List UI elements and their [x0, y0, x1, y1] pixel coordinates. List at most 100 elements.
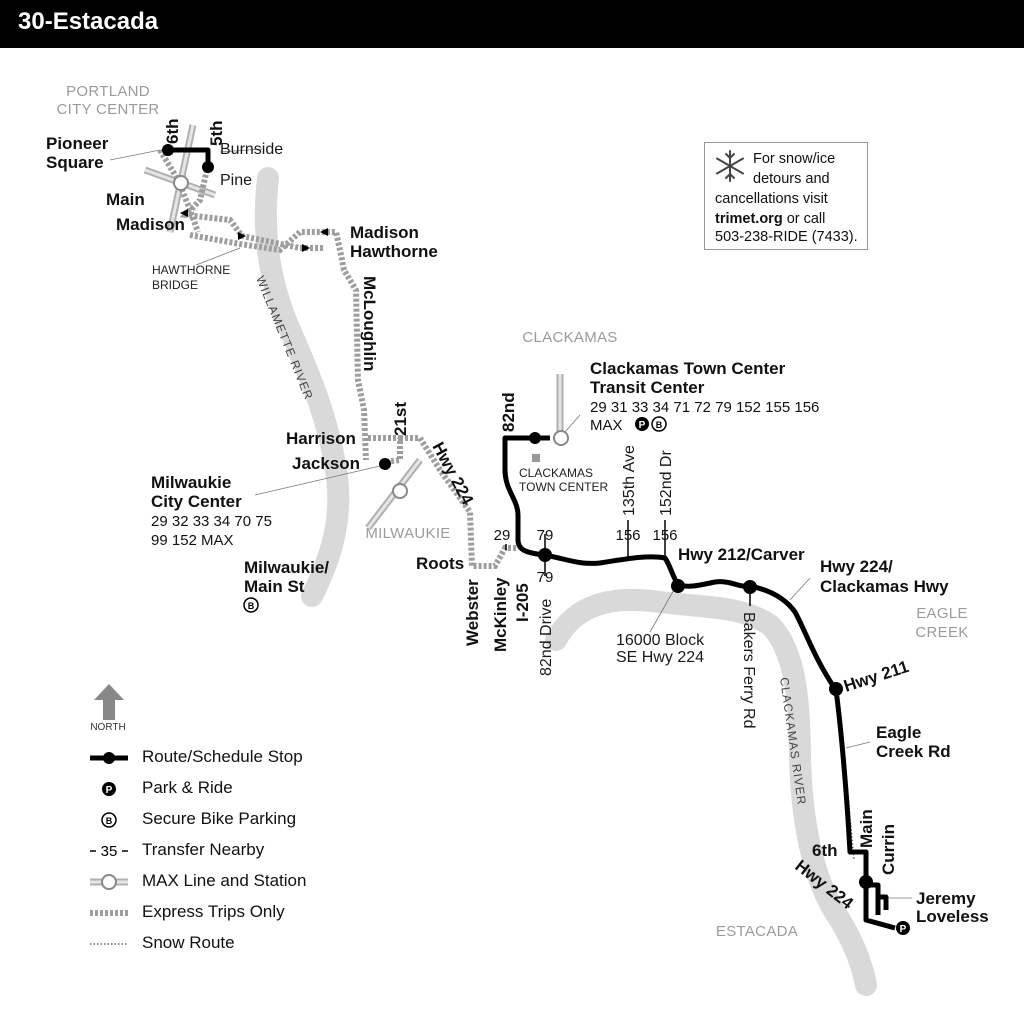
legend-label-snow: Snow Route — [142, 933, 235, 952]
park-ride-icon-estacada: P — [896, 921, 910, 935]
legend-label-transfer: Transfer Nearby — [142, 840, 265, 859]
snow-line-link: trimet.org or call — [715, 209, 828, 229]
street-6th-estacada: 6th — [812, 841, 838, 860]
svg-text:P: P — [900, 924, 907, 935]
express-route — [157, 148, 516, 569]
stop-milwaukie-cc-routes-2: 99 152 MAX — [151, 532, 234, 549]
stop-eagle-creek-rd-1: Eagle — [876, 723, 921, 742]
snow-line-1: For snow/ice — [753, 151, 836, 167]
trimet-link[interactable]: trimet.org — [715, 211, 783, 227]
leader-lines — [109, 148, 912, 899]
transfer-ticks — [505, 520, 751, 606]
transfer-156-a: 156 — [615, 527, 640, 544]
hawthorne-bridge-1: HAWTHORNE — [152, 263, 230, 277]
svg-text:P: P — [106, 785, 113, 796]
stop-eagle-creek-rd-2: Creek Rd — [876, 742, 951, 761]
street-82nd-drive: 82nd Drive — [538, 599, 555, 676]
stop-ctc-1: Clackamas Town Center — [590, 359, 786, 378]
area-eagle-creek-1: EAGLE — [916, 605, 968, 622]
legend-label-bike: Secure Bike Parking — [142, 809, 297, 828]
park-ride-icon: P — [102, 782, 116, 796]
stop-pioneer-1: Pioneer — [46, 134, 109, 153]
svg-text:B: B — [106, 816, 113, 826]
stop-16000-2: SE Hwy 224 — [616, 649, 704, 666]
street-burnside: Burnside — [220, 141, 283, 158]
area-eagle-creek-2: CREEK — [915, 624, 968, 641]
snow-line-3: cancellations visit — [715, 191, 828, 207]
snow-line-or-call: or call — [782, 211, 826, 227]
stop-milwaukie-main-2: Main St — [244, 577, 305, 596]
street-madison: Madison — [116, 215, 185, 234]
snow-line-2: detours and — [753, 171, 830, 187]
snow-info-box: For snow/ice detours and cancellations v… — [704, 142, 868, 250]
transfer-156-b: 156 — [652, 527, 677, 544]
street-currin: Currin — [879, 824, 898, 875]
bike-parking-icon: B — [101, 812, 117, 828]
transfer-29: 29 — [494, 527, 511, 544]
svg-text:P: P — [639, 420, 646, 431]
stop-hwy224-clackamas-1: Hwy 224/ — [820, 557, 893, 576]
legend-label-max: MAX Line and Station — [142, 871, 307, 890]
stop-milwaukie-cc-2: City Center — [151, 492, 242, 511]
svg-text:B: B — [656, 420, 663, 430]
area-clackamas: CLACKAMAS — [522, 329, 617, 346]
street-135th: 135th Ave — [621, 445, 638, 516]
stop-jeremy-loveless-2: Loveless — [916, 907, 989, 926]
transfer-79-bottom: 79 — [537, 569, 554, 586]
willamette-river — [254, 167, 350, 607]
legend-north-label: NORTH — [90, 722, 126, 733]
express-symbol — [90, 910, 128, 916]
stop-milwaukie-cc-routes-1: 29 32 33 34 70 75 — [151, 513, 272, 530]
street-roots: Roots — [416, 554, 464, 573]
legend-label-park-ride: Park & Ride — [142, 778, 233, 797]
area-portland-1: PORTLAND — [66, 83, 150, 100]
street-main: Main — [106, 190, 145, 209]
street-mcloughlin: McLoughlin — [360, 276, 379, 371]
hawthorne-bridge-2: BRIDGE — [152, 278, 198, 292]
street-21st: 21st — [391, 402, 410, 436]
street-hwy224-diag: Hwy 224 — [428, 439, 477, 508]
legend-label-express: Express Trips Only — [142, 902, 285, 921]
max-station-symbol — [90, 874, 128, 890]
street-6th-top: 6th — [163, 119, 182, 145]
stop-16000-1: 16000 Block — [616, 632, 705, 649]
legend-label-route-stop: Route/Schedule Stop — [142, 747, 303, 766]
street-5th: 5th — [207, 121, 226, 147]
stop-milwaukie-cc-1: Milwaukie — [151, 473, 231, 492]
street-bakers-ferry: Bakers Ferry Rd — [740, 612, 757, 728]
stop-hwy224-clackamas-2: Clackamas Hwy — [820, 577, 949, 596]
street-mckinley: McKinley — [491, 577, 510, 652]
area-estacada: ESTACADA — [716, 923, 798, 940]
stop-madison-hawthorne-2: Hawthorne — [350, 242, 438, 261]
snow-phone[interactable]: 503-238-RIDE (7433). — [715, 229, 858, 245]
stop-hwy211: Hwy 211 — [841, 657, 911, 696]
header-bar: 30-Estacada — [0, 0, 1024, 48]
snow-route-symbol — [90, 943, 128, 945]
ctc-small-2: TOWN CENTER — [519, 480, 608, 494]
area-portland-2: CITY CENTER — [56, 101, 159, 118]
snowflake-icon — [716, 150, 744, 182]
transfer-symbol: 35 — [90, 843, 128, 860]
stop-ctc-routes: 29 31 33 34 71 72 79 152 155 156 — [590, 399, 819, 416]
stop-madison-hawthorne-1: Madison — [350, 223, 419, 242]
svg-text:B: B — [248, 601, 255, 611]
transfer-79-top: 79 — [537, 527, 554, 544]
stop-ctc-max: MAX — [590, 417, 623, 434]
svg-text:35: 35 — [101, 843, 118, 860]
route-title: 30-Estacada — [18, 8, 159, 35]
stops — [162, 144, 873, 889]
area-milwaukie: MILWAUKIE — [365, 525, 450, 542]
clackamas-river — [545, 588, 877, 996]
direction-arrows — [180, 209, 328, 252]
street-i205: I-205 — [513, 583, 532, 622]
street-152nd: 152nd Dr — [658, 450, 675, 516]
street-jackson: Jackson — [292, 454, 360, 473]
street-pine: Pine — [220, 172, 252, 189]
street-82nd: 82nd — [499, 392, 518, 432]
stop-milwaukie-main-1: Milwaukie/ — [244, 558, 329, 577]
street-main-estacada: Main — [857, 809, 876, 848]
clackamas-tc-square — [532, 454, 540, 462]
bike-icon-ctc: B — [651, 416, 667, 432]
north-arrow-icon — [94, 684, 124, 720]
